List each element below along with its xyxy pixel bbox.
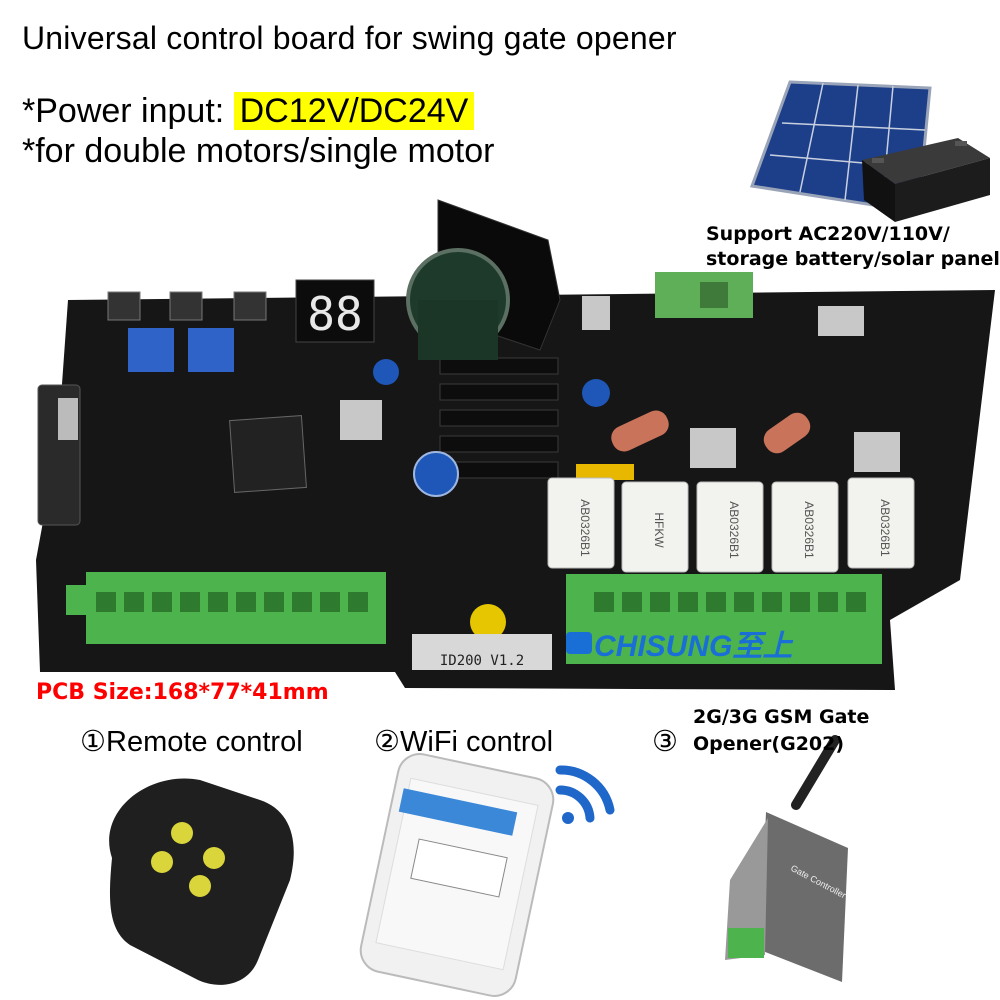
terminal-block-right xyxy=(566,574,882,664)
power-support-caption: Support AC220V/110V/ storage battery/sol… xyxy=(706,222,1000,272)
option-gsm-number: ③ xyxy=(652,726,678,758)
relay-label: AB0326B1 xyxy=(878,499,892,557)
terminal-block-left xyxy=(66,572,386,644)
remote-control-image xyxy=(109,778,294,985)
relay-label: AB0326B1 xyxy=(727,501,741,559)
gsm-gate-opener-image: Gate Controller xyxy=(725,735,848,982)
gsm-opener-line-2: Opener(G202) xyxy=(693,733,845,755)
page-title: Universal control board for swing gate o… xyxy=(22,20,677,56)
power-support-line-1: Support AC220V/110V/ xyxy=(706,223,950,245)
option-gsm-opener: 2G/3G GSM Gate Opener(G202) xyxy=(693,704,869,758)
board-model-label: ID200 V1.2 xyxy=(440,653,524,669)
power-input-value: DC12V/DC24V xyxy=(233,92,475,130)
relay-1 xyxy=(547,477,615,569)
gsm-opener-line-1: 2G/3G GSM Gate xyxy=(693,706,870,728)
power-support-line-2: storage battery/solar panel xyxy=(706,248,1000,270)
relay-4 xyxy=(771,481,839,573)
relay-label: HFKW xyxy=(652,512,666,548)
power-input-line: *Power input: DC12V/DC24V xyxy=(22,92,475,131)
seven-segment-display: 88 xyxy=(307,287,362,341)
wifi-icon xyxy=(555,765,615,824)
option-wifi-control: ②WiFi control xyxy=(374,726,554,758)
option-remote-control: ①Remote control xyxy=(80,726,303,758)
relay-label: AB0326B1 xyxy=(578,499,592,557)
pcb-size-label: PCB Size:168*77*41mm xyxy=(36,680,329,705)
brand-logo: CHISUNG至上 xyxy=(594,630,793,663)
relay-2 xyxy=(621,481,689,573)
motor-support-line: *for double motors/single motor xyxy=(22,132,495,170)
smartphone-image xyxy=(359,753,555,997)
relay-3 xyxy=(696,481,764,573)
relay-label: AB0326B1 xyxy=(802,501,816,559)
storage-battery-image xyxy=(862,138,990,222)
relay-bank: AB0326B1 HFKW AB0326B1 AB0326B1 AB0326B1 xyxy=(547,477,915,573)
power-input-label: *Power input: xyxy=(22,92,234,130)
relay-5 xyxy=(847,477,915,569)
